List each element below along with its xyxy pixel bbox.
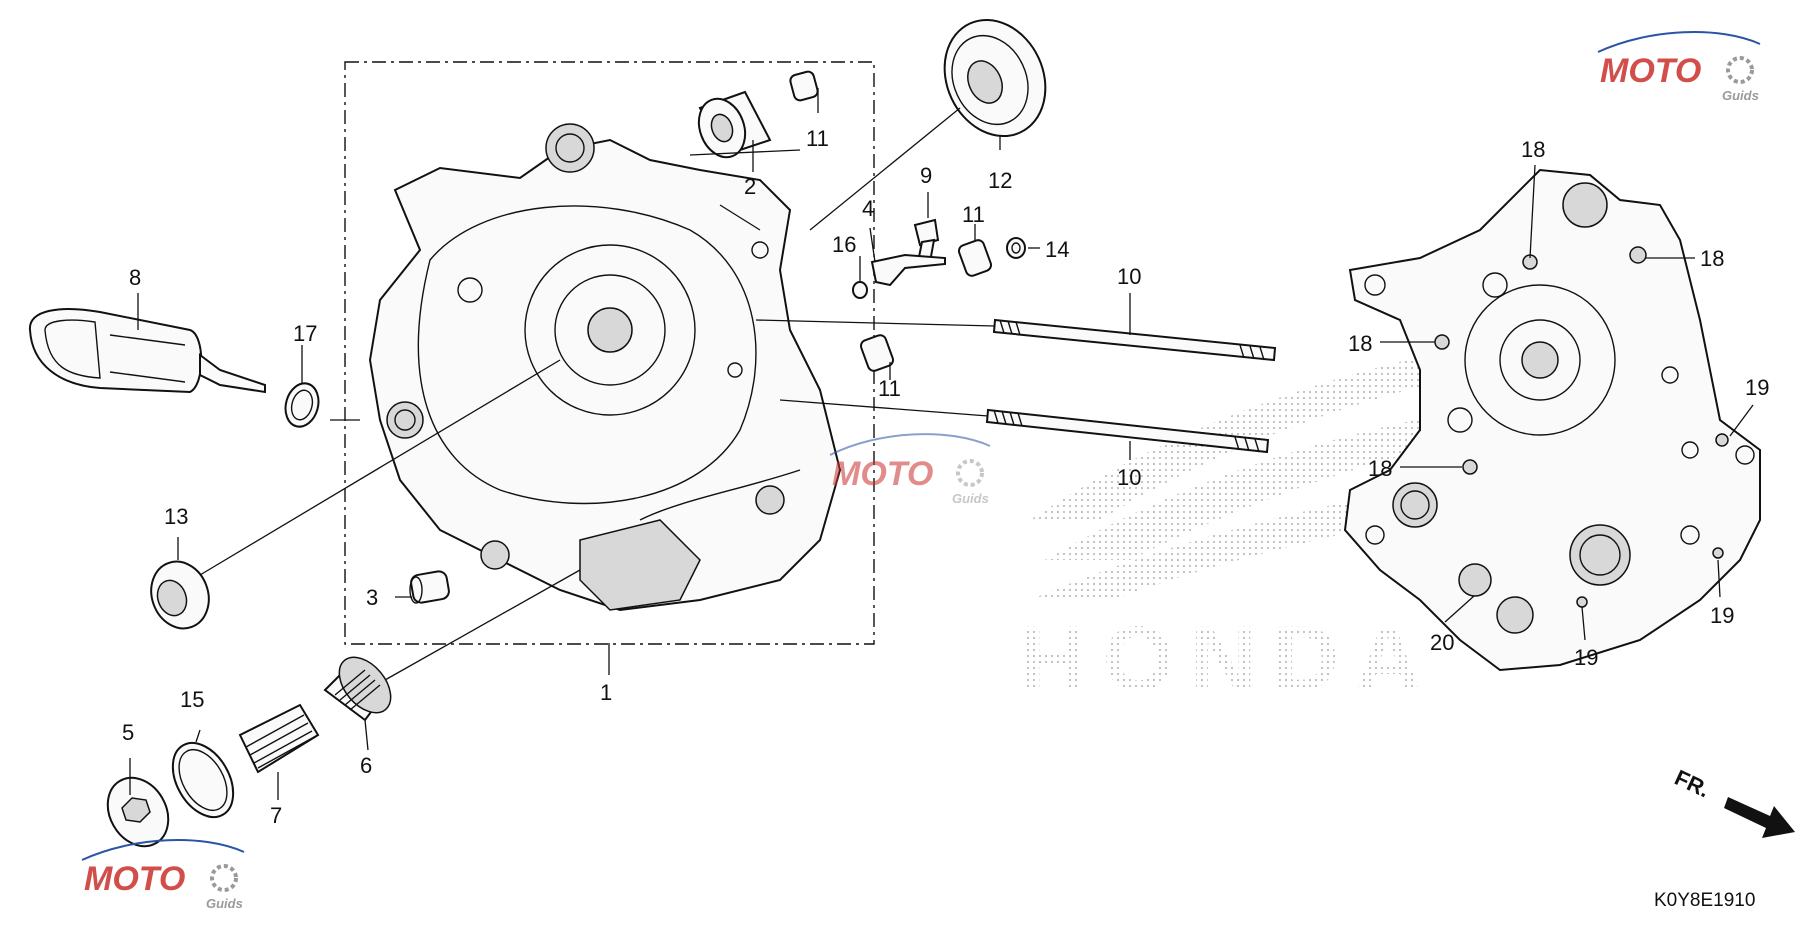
diagram-code: K0Y8E1910	[1654, 890, 1755, 911]
callout-7: 7	[270, 803, 282, 828]
callouts: 1 2 3 4 5 6 7 8 9 10 10 11 11 11 12 13 1…	[122, 126, 1769, 828]
callout-17: 17	[293, 321, 317, 346]
o-ring-15	[171, 742, 235, 818]
callout-16: 16	[832, 232, 856, 257]
callout-9: 9	[920, 163, 932, 188]
callout-8: 8	[129, 265, 141, 290]
callout-19c: 19	[1574, 645, 1598, 670]
spring-7	[238, 703, 320, 774]
svg-text:MOTO: MOTO	[832, 455, 933, 493]
callout-18d: 18	[1368, 456, 1392, 481]
gear-icon	[956, 459, 984, 487]
honda-wordmark: HONDA	[1020, 608, 1437, 710]
callout-18b: 18	[1700, 246, 1724, 271]
callout-18a: 18	[1521, 137, 1545, 162]
fr-label: FR.	[1671, 765, 1714, 803]
callout-6: 6	[360, 753, 372, 778]
callout-13: 13	[164, 504, 188, 529]
callout-3: 3	[366, 585, 378, 610]
callout-19a: 19	[1745, 375, 1769, 400]
washer-16	[852, 281, 868, 299]
callout-12: 12	[988, 168, 1012, 193]
callout-14: 14	[1045, 237, 1069, 262]
dowel-pin-3	[409, 570, 450, 604]
leader-lines	[129, 88, 1754, 800]
bearing-12	[943, 18, 1047, 138]
callout-10a: 10	[1117, 264, 1141, 289]
o-ring-17	[284, 382, 320, 428]
callout-19b: 19	[1710, 603, 1734, 628]
gear-icon	[210, 864, 238, 892]
oil-seal-13	[150, 560, 210, 630]
right-crankcase	[1343, 168, 1761, 672]
svg-text:Guids: Guids	[952, 491, 989, 506]
dowel-pin-11b	[958, 239, 992, 277]
callout-20: 20	[1430, 630, 1454, 655]
callout-2: 2	[744, 174, 756, 199]
front-arrow-icon	[1724, 797, 1795, 838]
drain-plug-5	[106, 776, 170, 848]
callout-18c: 18	[1348, 331, 1372, 356]
callout-11a: 11	[806, 126, 829, 151]
callout-15: 15	[180, 687, 204, 712]
callout-11c: 11	[878, 376, 901, 401]
callout-10b: 10	[1117, 465, 1141, 490]
watermark-center: MOTO Guids	[829, 433, 991, 506]
stud-bolt-10b	[985, 408, 1270, 454]
plate-4	[870, 253, 946, 287]
callout-5: 5	[122, 720, 134, 745]
callout-1: 1	[600, 680, 612, 705]
watermark-top-right: MOTO Guids	[1597, 31, 1761, 103]
svg-text:Guids: Guids	[1722, 88, 1759, 103]
svg-text:MOTO: MOTO	[1600, 52, 1701, 90]
watermark-bottom-left: MOTO Guids	[81, 839, 245, 911]
oil-strainer-6	[323, 656, 392, 722]
dowel-pin-11c	[860, 334, 894, 372]
bearing-2	[697, 90, 772, 159]
svg-text:MOTO: MOTO	[84, 860, 185, 898]
dipstick	[28, 308, 266, 394]
stud-bolt-10a	[992, 318, 1277, 362]
washer-14	[1006, 237, 1026, 259]
svg-text:Guids: Guids	[206, 896, 243, 911]
left-crankcase	[368, 123, 842, 612]
dowel-pin-11a	[789, 70, 819, 102]
callout-4: 4	[862, 196, 874, 221]
front-direction-indicator: FR.	[1671, 765, 1795, 838]
callout-11b: 11	[962, 202, 985, 227]
gear-icon	[1726, 56, 1754, 84]
